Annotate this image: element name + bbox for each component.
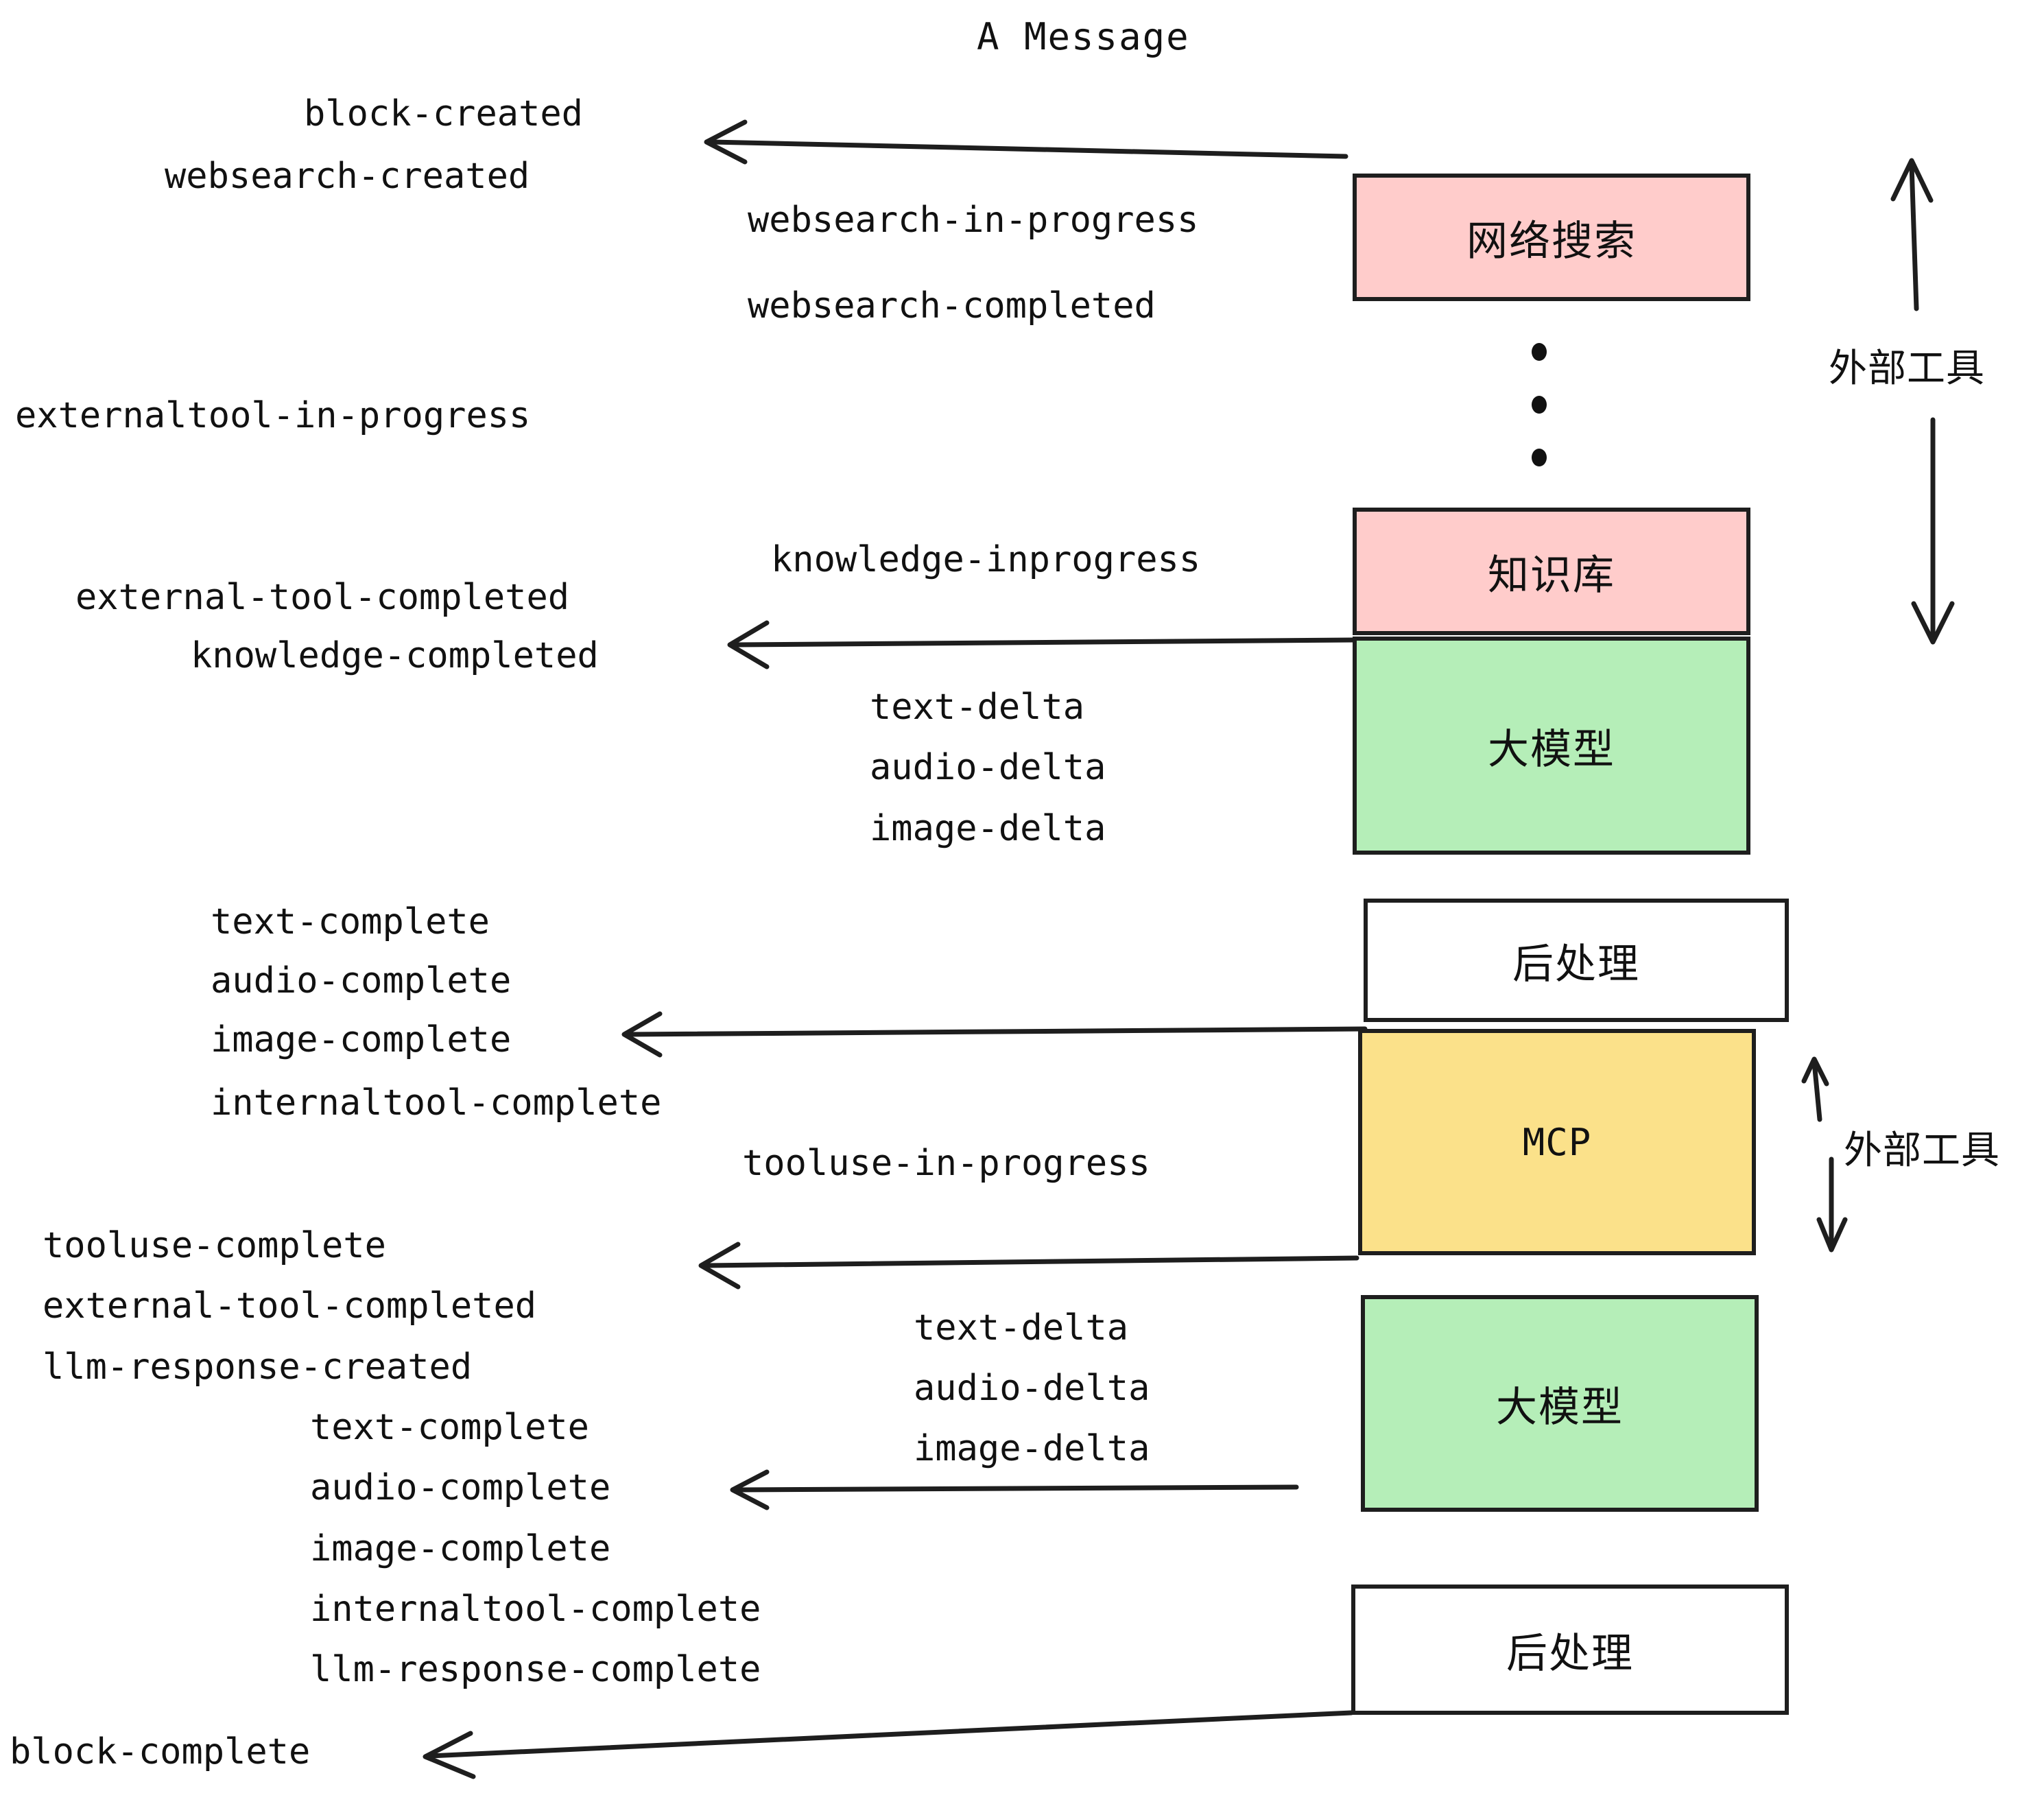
event-block-created: block-created [304,93,583,134]
event-image-delta-1: image-delta [870,808,1106,849]
node-websearch[interactable]: 网络搜索 [1353,174,1750,301]
node-llm-1-label: 大模型 [1488,725,1615,774]
event-internaltool-complete-1: internaltool-complete [211,1082,662,1124]
event-tooluse-complete: tooluse-complete [43,1225,386,1266]
node-knowledge[interactable]: 知识库 [1353,508,1750,635]
event-websearch-created: websearch-created [165,156,530,197]
event-audio-complete-2: audio-complete [310,1467,611,1508]
arrow-websearch-to-created [704,119,1348,165]
side-label-external-tool-bottom: 外部工具 [1844,1128,2000,1173]
event-llm-response-complete: llm-response-complete [310,1649,761,1690]
event-websearch-in-progress: websearch-in-progress [748,200,1199,241]
node-postprocess-1-label: 后处理 [1512,940,1640,988]
event-externaltool-in-progress: externaltool-in-progress [15,395,531,436]
ellipsis-dot [1532,343,1547,361]
event-knowledge-completed: knowledge-completed [191,635,599,676]
side-label-external-tool-top: 外部工具 [1829,346,1985,391]
event-text-delta-2: text-delta [914,1307,1129,1349]
event-text-delta-1: text-delta [870,687,1085,728]
arrow-mcp-to-tooluse-complete [698,1242,1359,1290]
event-llm-response-created: llm-response-created [43,1346,473,1388]
arrow-llm1-to-knowledge-completed [727,620,1355,669]
event-internaltool-complete-2: internaltool-complete [310,1589,761,1630]
node-mcp-label: MCP [1522,1120,1592,1164]
event-image-complete-2: image-complete [310,1528,611,1569]
diagram-title: A Message [977,15,1190,58]
node-knowledge-label: 知识库 [1488,551,1615,600]
event-websearch-completed: websearch-completed [748,285,1156,327]
node-llm-2-label: 大模型 [1496,1383,1624,1432]
event-tooluse-in-progress: tooluse-in-progress [742,1143,1150,1184]
event-audio-delta-1: audio-delta [870,747,1106,788]
node-postprocess-2[interactable]: 后处理 [1351,1585,1789,1715]
vertical-ellipsis [1531,343,1547,466]
event-audio-delta-2: audio-delta [914,1368,1150,1409]
node-llm-2[interactable]: 大模型 [1361,1295,1759,1512]
ellipsis-dot [1532,396,1547,414]
ellipsis-dot [1532,449,1547,466]
arrow-post1-to-image-complete [621,1011,1368,1058]
external-tool-range-bottom [1801,1056,1848,1253]
node-llm-1[interactable]: 大模型 [1353,637,1750,855]
event-text-complete-2: text-complete [310,1407,589,1448]
event-external-tool-completed-1: external-tool-completed [75,577,570,618]
arrow-llm2-to-audio-complete [730,1469,1299,1510]
node-mcp[interactable]: MCP [1358,1029,1756,1255]
event-image-complete-1: image-complete [211,1019,512,1060]
event-text-complete-1: text-complete [211,901,490,942]
event-image-delta-2: image-delta [914,1428,1150,1469]
node-websearch-label: 网络搜索 [1466,217,1637,265]
event-audio-complete-1: audio-complete [211,960,512,1001]
event-knowledge-inprogress: knowledge-inprogress [771,539,1201,580]
node-postprocess-1[interactable]: 后处理 [1364,899,1789,1022]
external-tool-range-top [1890,158,1955,645]
node-postprocess-2-label: 后处理 [1506,1629,1634,1678]
event-block-complete: block-complete [10,1731,311,1772]
event-external-tool-completed-2: external-tool-completed [43,1285,537,1327]
arrow-post2-to-block-complete [423,1710,1354,1779]
